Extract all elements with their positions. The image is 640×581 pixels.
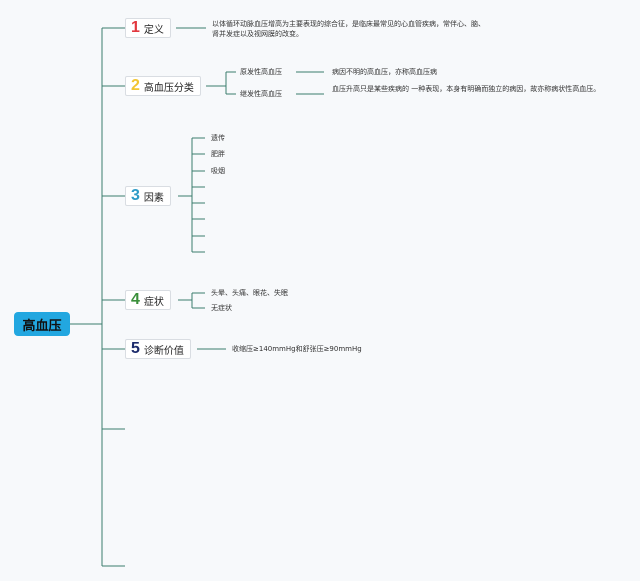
topic-label: 症状	[143, 296, 164, 308]
topic-number: 5	[131, 340, 140, 357]
root-node[interactable]: 高血压	[14, 312, 70, 336]
factor-item: 吸烟	[211, 167, 225, 175]
topic-label: 高血压分类	[143, 82, 194, 94]
topic-classification[interactable]: 2 高血压分类	[125, 76, 201, 96]
topic-diagnosis[interactable]: 5 诊断价值	[125, 339, 191, 359]
subtype-primary-label: 原发性高血压	[240, 68, 282, 76]
factor-item: 遗传	[211, 134, 225, 142]
topic-factors[interactable]: 3 因素	[125, 186, 171, 206]
root-label: 高血压	[22, 318, 62, 334]
diagnosis-note: 收缩压≥140mmHg和舒张压≥90mmHg	[232, 345, 362, 353]
topic-number: 1	[131, 19, 140, 36]
subtype-primary-note: 病因不明的高血压，亦称高血压病	[332, 68, 437, 76]
topic-label: 诊断价值	[143, 345, 184, 357]
topic-symptoms[interactable]: 4 症状	[125, 290, 171, 310]
topic-label: 定义	[143, 24, 164, 36]
topic-definition[interactable]: 1 定义	[125, 18, 171, 38]
topic-number: 3	[131, 187, 140, 204]
symptom-item: 无症状	[211, 304, 232, 312]
symptom-item: 头晕、头痛、眼花、失眠	[211, 289, 288, 297]
subtype-secondary-note: 血压升高只是某些疾病的 一种表现，本身有明确而独立的病因，故亦称病状性高血压。	[332, 85, 601, 93]
subtype-secondary-label: 继发性高血压	[240, 90, 282, 98]
topic-number: 2	[131, 77, 140, 94]
topic-number: 4	[131, 291, 140, 308]
definition-note: 以体循环动脉血压增高为主要表现的综合征，是临床最常见的心血管疾病，常伴心、脑、肾…	[212, 20, 485, 38]
factor-item: 肥胖	[211, 150, 225, 158]
topic-label: 因素	[143, 192, 164, 204]
